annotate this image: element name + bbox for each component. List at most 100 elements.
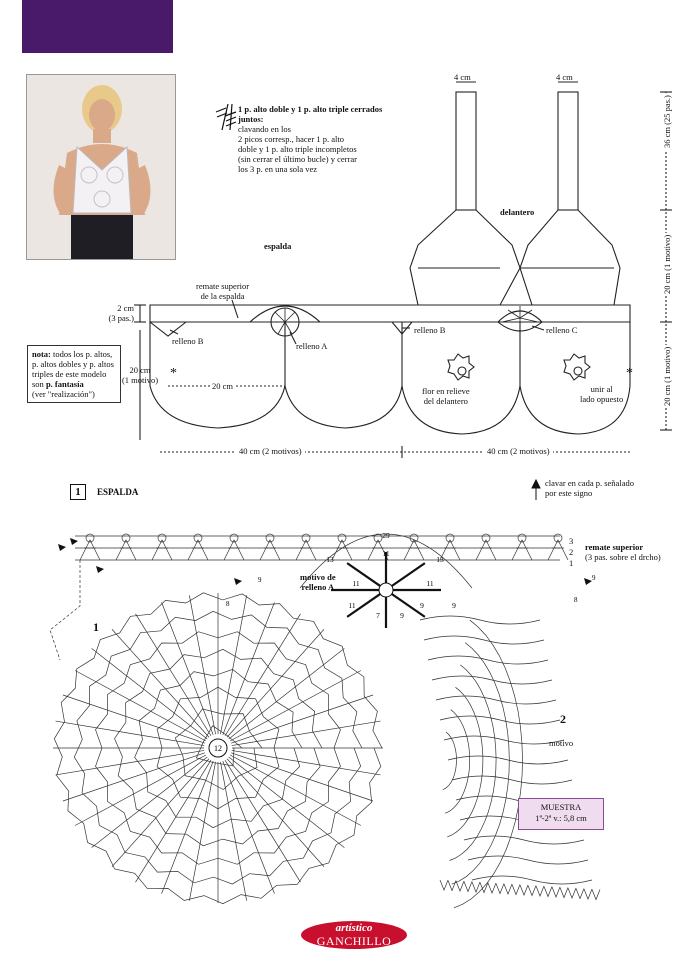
stitch-picot (511, 884, 521, 896)
note-bold-end: p. fantasía (45, 379, 84, 389)
top-edge-label-line: remate superior (196, 281, 250, 291)
stitch-fan (367, 539, 389, 561)
sample-title: MUESTRA (540, 802, 582, 812)
stitch-fan (475, 539, 497, 561)
header-color-band (22, 0, 173, 53)
stitch-picot (535, 885, 545, 897)
symbol-legend-line: doble y 1 p. alto triple incompletos (238, 144, 357, 154)
stitch-spoke (229, 754, 362, 826)
motif-height-line: 20 cm (129, 365, 151, 375)
stitch-picot (455, 880, 465, 892)
asterisk-right: * (626, 366, 633, 381)
stitch-picot (447, 880, 457, 892)
note-box: nota: todos los p. altos, p. altos doble… (27, 345, 121, 403)
stitch-fan (547, 539, 569, 561)
stitch-picot (471, 881, 481, 893)
stitch-picot (265, 533, 275, 543)
relleno-spoke (346, 589, 387, 618)
stitch-fan (79, 539, 101, 561)
stitch-picot (85, 533, 95, 543)
stitch-ring (442, 731, 457, 790)
symbol-legend-line: clavando en los (238, 124, 291, 134)
relleno-c-label: relleno C (546, 325, 578, 335)
stitch-spoke (135, 759, 212, 883)
motif-height-label: 20 cm (1 motivo) (112, 365, 168, 385)
insert-marker-icon (58, 544, 66, 551)
stitch-spoke (111, 758, 210, 867)
motif-height-line: (1 motivo) (121, 375, 159, 385)
stitch-picot (229, 533, 239, 543)
relleno-spoke (385, 562, 426, 591)
stitch-fan (259, 539, 281, 561)
side-row-number: 8 (574, 596, 578, 604)
stitch-spoke (224, 613, 301, 737)
stitch-spoke (229, 670, 362, 742)
stitch-row (431, 675, 553, 685)
stitch-row (423, 635, 545, 645)
symbol-legend-line: (sin cerrar el último bucle) y cerrar (238, 154, 357, 164)
relleno-center (378, 582, 394, 598)
stitch-ring (449, 664, 497, 861)
stitch-picot (567, 887, 577, 899)
stitch-row (447, 755, 569, 765)
stitch-ring (195, 725, 243, 767)
stitch-spoke (231, 720, 381, 746)
motif-2-label: motivo (549, 738, 574, 748)
stitch-spoke (231, 750, 381, 776)
stitch-picot (157, 533, 167, 543)
motif-2-number: 2 (560, 712, 566, 726)
join-label: unir al lado opuesto (580, 384, 623, 404)
asterisk-left: * (170, 366, 177, 381)
stitch-spoke (228, 756, 345, 848)
stitch-picot (551, 886, 561, 898)
stitch-picot (439, 879, 449, 891)
relleno-spoke (385, 589, 426, 618)
stitch-picot (583, 888, 593, 900)
stitch-picot (479, 882, 489, 894)
row-label: 3 (569, 536, 574, 546)
motif-row-number: 11 (352, 579, 359, 588)
stitch-fan (223, 539, 245, 561)
join-label-line: lado opuesto (580, 394, 624, 404)
relleno-outline (299, 533, 473, 589)
sample-value: 1ª-2ª v.: 5,8 cm (535, 813, 587, 823)
symbol-legend-line: los 3 p. en una sola vez (238, 164, 318, 174)
stitch-spoke (62, 752, 205, 802)
stitch-picot (481, 533, 491, 543)
front-label: delantero (500, 207, 535, 217)
stitch-spoke (62, 694, 205, 744)
flower-label: flor en relieve del delantero (422, 386, 470, 406)
side-row-number: 8 (226, 600, 230, 608)
stitch-row (451, 775, 573, 785)
stitch-row (443, 735, 565, 745)
stitch-spoke (189, 595, 216, 735)
brand-line-2: GANCHILLO (317, 934, 392, 948)
stitch-spoke (224, 759, 301, 883)
stitch-fan (331, 539, 353, 561)
relleno-a-label: relleno A (296, 341, 328, 351)
width-left-label: 40 cm (2 motivos) (236, 446, 305, 456)
stitch-spoke (189, 761, 216, 901)
note-bold-start: nota: (32, 349, 51, 359)
insert-marker-icon (70, 538, 78, 545)
stitch-row (467, 855, 589, 865)
motif-row-number: 11 (426, 579, 433, 588)
brand-line-1: artístico (336, 922, 373, 934)
motif-row-number: 13 (326, 555, 334, 564)
stitch-spoke (91, 648, 208, 740)
stitch-spoke (220, 595, 247, 735)
row-label: 2 (569, 547, 574, 557)
back-label: espalda (264, 241, 292, 251)
motif-1-number: 1 (93, 620, 99, 634)
relleno-a-motif-line: relleno A (301, 582, 335, 592)
join-label-line: unir al (590, 384, 613, 394)
stitch-row (471, 875, 593, 885)
stitch-picot (373, 533, 383, 543)
stitch-picot (575, 888, 585, 900)
stitch-picot (487, 882, 497, 894)
stitch-spoke (74, 754, 207, 826)
strap-width-left: 4 cm (454, 72, 471, 82)
stitch-fan (511, 539, 533, 561)
woman-photo-icon (27, 75, 175, 259)
